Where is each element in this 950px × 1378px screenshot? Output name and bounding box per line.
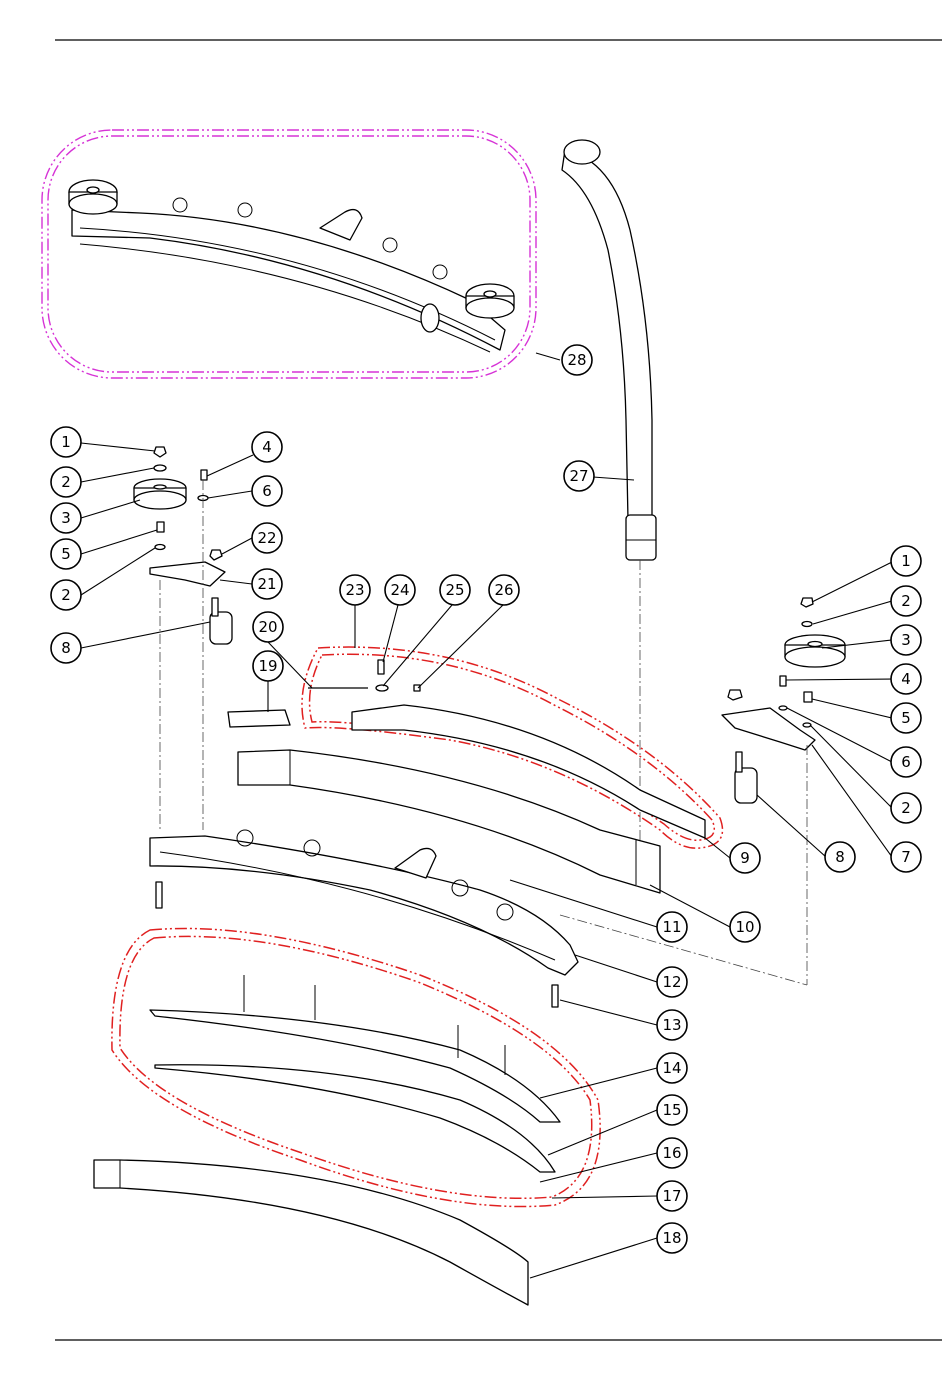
callout-4-right[interactable]: 4 xyxy=(891,664,921,694)
svg-text:17: 17 xyxy=(662,1187,681,1205)
svg-text:24: 24 xyxy=(390,581,409,599)
left-wheel-stack xyxy=(134,447,232,830)
callout-23[interactable]: 23 xyxy=(340,575,370,605)
svg-text:1: 1 xyxy=(901,552,911,570)
callout-17[interactable]: 17 xyxy=(657,1181,687,1211)
svg-text:8: 8 xyxy=(835,848,845,866)
svg-text:2: 2 xyxy=(61,586,71,604)
svg-text:4: 4 xyxy=(901,670,911,688)
svg-text:3: 3 xyxy=(61,509,71,527)
svg-text:18: 18 xyxy=(662,1229,681,1247)
svg-text:15: 15 xyxy=(662,1101,681,1119)
right-wheel-stack xyxy=(560,598,845,985)
svg-text:5: 5 xyxy=(61,545,71,563)
svg-text:3: 3 xyxy=(901,631,911,649)
assembled-squeegee xyxy=(42,130,536,378)
svg-text:8: 8 xyxy=(61,639,71,657)
callout-19[interactable]: 19 xyxy=(253,651,283,681)
svg-text:7: 7 xyxy=(901,848,911,866)
main-frame xyxy=(150,830,578,1007)
svg-text:16: 16 xyxy=(662,1144,681,1162)
svg-text:2: 2 xyxy=(901,799,911,817)
callout-25[interactable]: 25 xyxy=(440,575,470,605)
svg-text:2: 2 xyxy=(61,473,71,491)
svg-text:10: 10 xyxy=(735,918,754,936)
callout-21[interactable]: 21 xyxy=(252,569,282,599)
callout-5-left[interactable]: 5 xyxy=(51,539,81,569)
assembly-frame xyxy=(72,210,505,350)
svg-text:25: 25 xyxy=(445,581,464,599)
callout-27[interactable]: 27 xyxy=(564,461,594,491)
callout-2-right-upper[interactable]: 2 xyxy=(891,586,921,616)
callout-9[interactable]: 9 xyxy=(730,843,760,873)
hose-cuff xyxy=(626,515,656,560)
callout-1-left[interactable]: 1 xyxy=(51,427,81,457)
callout-18[interactable]: 18 xyxy=(657,1223,687,1253)
callout-16[interactable]: 16 xyxy=(657,1138,687,1168)
svg-text:28: 28 xyxy=(567,351,586,369)
assembly-hose-port xyxy=(320,210,362,240)
callout-28[interactable]: 28 xyxy=(562,345,592,375)
callout-7[interactable]: 7 xyxy=(891,842,921,872)
svg-text:12: 12 xyxy=(662,973,681,991)
main-frame-body xyxy=(150,836,578,975)
callout-6-left[interactable]: 6 xyxy=(252,476,282,506)
blade-18 xyxy=(94,1160,528,1305)
callout-26[interactable]: 26 xyxy=(489,575,519,605)
left-bracket xyxy=(150,562,225,586)
callout-3-right[interactable]: 3 xyxy=(891,625,921,655)
svg-text:6: 6 xyxy=(262,482,272,500)
callout-8-left[interactable]: 8 xyxy=(51,633,81,663)
svg-text:19: 19 xyxy=(258,657,277,675)
svg-text:21: 21 xyxy=(257,575,276,593)
left-caster xyxy=(210,612,232,644)
svg-text:14: 14 xyxy=(662,1059,681,1077)
callout-2-right-lower[interactable]: 2 xyxy=(891,793,921,823)
callout-24[interactable]: 24 xyxy=(385,575,415,605)
right-bracket xyxy=(722,708,815,750)
callout-8-right[interactable]: 8 xyxy=(825,842,855,872)
callout-3-left[interactable]: 3 xyxy=(51,503,81,533)
hose xyxy=(562,140,656,845)
callout-1-right[interactable]: 1 xyxy=(891,546,921,576)
latch-19 xyxy=(228,710,290,727)
svg-text:1: 1 xyxy=(61,433,71,451)
svg-text:13: 13 xyxy=(662,1016,681,1034)
callout-11[interactable]: 11 xyxy=(657,912,687,942)
svg-text:6: 6 xyxy=(901,753,911,771)
callout-10[interactable]: 10 xyxy=(730,912,760,942)
callout-15[interactable]: 15 xyxy=(657,1095,687,1125)
callout-13[interactable]: 13 xyxy=(657,1010,687,1040)
callout-6-right[interactable]: 6 xyxy=(891,747,921,777)
svg-text:20: 20 xyxy=(258,618,277,636)
callout-4-left[interactable]: 4 xyxy=(252,432,282,462)
callout-20[interactable]: 20 xyxy=(253,612,283,642)
svg-text:23: 23 xyxy=(345,581,364,599)
svg-text:26: 26 xyxy=(494,581,513,599)
callout-2-left-upper[interactable]: 2 xyxy=(51,467,81,497)
callout-2-left-lower[interactable]: 2 xyxy=(51,580,81,610)
svg-text:27: 27 xyxy=(569,467,588,485)
callout-14[interactable]: 14 xyxy=(657,1053,687,1083)
callout-22[interactable]: 22 xyxy=(252,523,282,553)
svg-text:22: 22 xyxy=(257,529,276,547)
svg-text:11: 11 xyxy=(662,918,681,936)
svg-text:2: 2 xyxy=(901,592,911,610)
svg-text:9: 9 xyxy=(740,849,750,867)
svg-text:5: 5 xyxy=(901,709,911,727)
callout-5-right[interactable]: 5 xyxy=(891,703,921,733)
svg-text:4: 4 xyxy=(262,438,272,456)
callout-12[interactable]: 12 xyxy=(657,967,687,997)
right-caster xyxy=(735,768,757,803)
